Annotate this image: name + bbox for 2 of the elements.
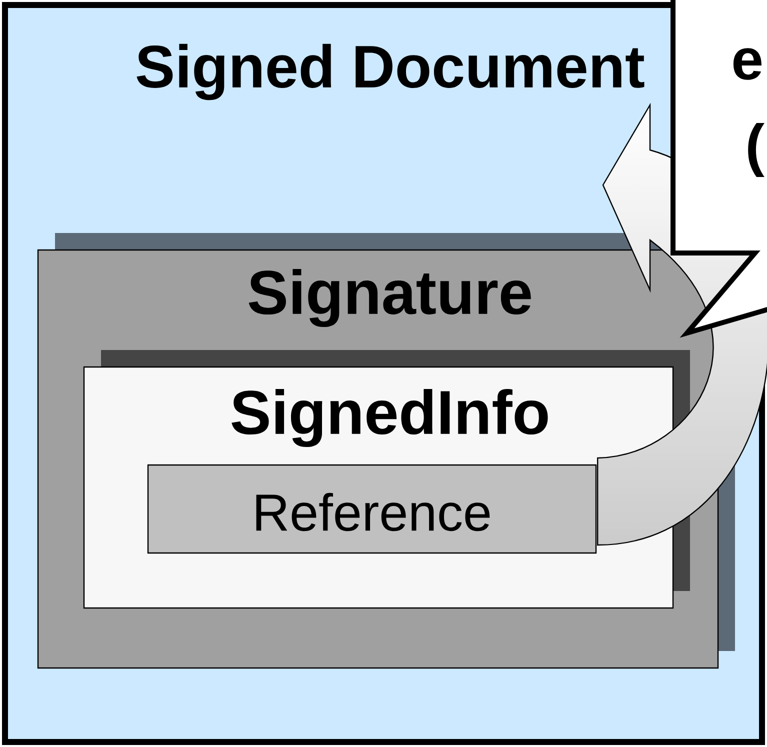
reference-box: Reference (147, 464, 597, 554)
callout-box: e ( (670, 0, 767, 338)
